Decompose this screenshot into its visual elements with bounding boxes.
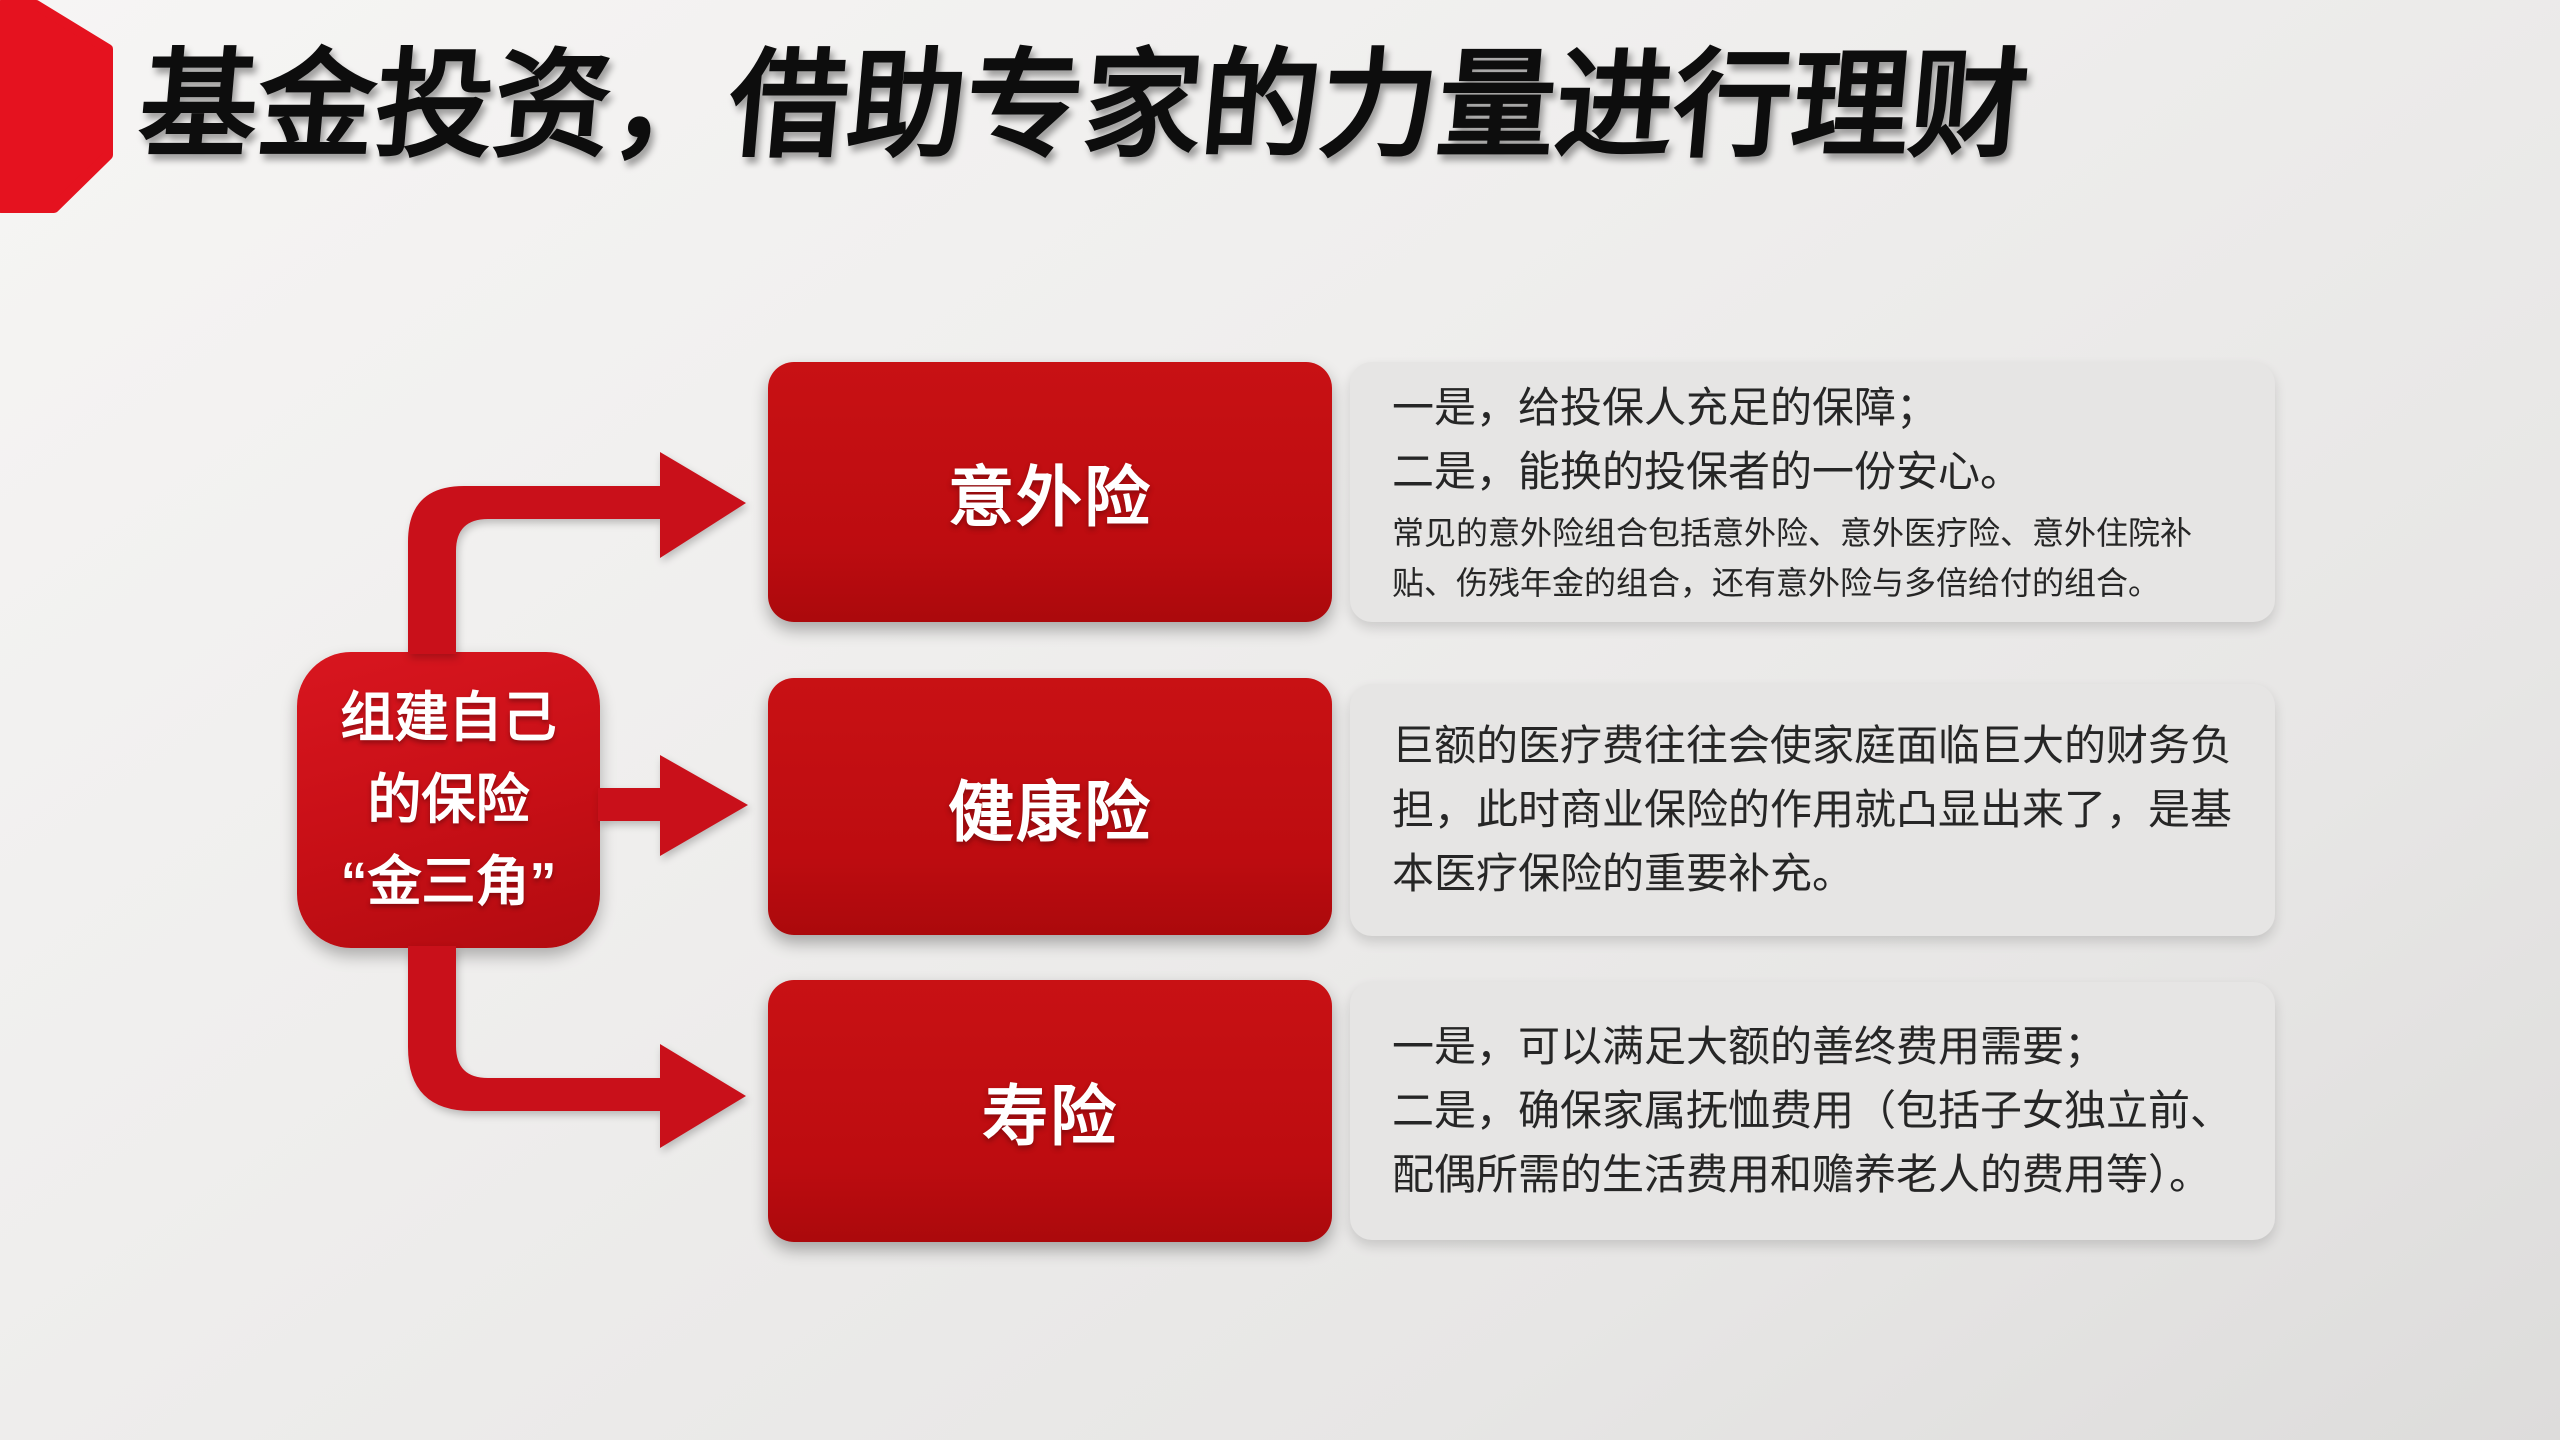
corner-badge-icon <box>0 0 113 213</box>
page-title: 基金投资，借助专家的力量进行理财 <box>133 40 2034 172</box>
category-label-accident: 意外险 <box>948 460 1152 534</box>
description-panel-health: 巨额的医疗费往往会使家庭面临巨大的财务负担，此时商业保险的作用就凸显出来了，是基… <box>1350 684 2275 936</box>
description-panel-life: 一是，可以满足大额的善终费用需要； 二是，确保家属抚恤费用（包括子女独立前、配偶… <box>1350 982 2275 1240</box>
category-box-life: 寿险 <box>768 980 1332 1242</box>
node-golden-triangle: 组建自己 的保险 “金三角” <box>297 652 600 948</box>
node-line-1: 组建自己 <box>340 688 557 748</box>
life-point-1: 一是，可以满足大额的善终费用需要； <box>1392 1023 2107 1070</box>
arrow-middle-icon <box>598 755 748 856</box>
node-line-3: “金三角” <box>340 852 557 912</box>
accident-point-2: 二是，能换的投保者的一份安心。 <box>1392 448 2023 495</box>
node-line-2: 的保险 <box>367 770 530 830</box>
category-label-life: 寿险 <box>982 1079 1118 1153</box>
category-label-health: 健康险 <box>948 774 1152 849</box>
life-point-2: 二是，确保家属抚恤费用（包括子女独立前、配偶所需的生活费用和赡养老人的费用等）。 <box>1392 1087 2233 1198</box>
accident-point-1: 一是，给投保人充足的保障； <box>1392 384 1939 431</box>
category-box-accident: 意外险 <box>768 362 1332 622</box>
accident-note: 常见的意外险组合包括意外险、意外医疗险、意外住院补贴、伤残年金的组合，还有意外险… <box>1392 515 2193 601</box>
arrow-bottom-icon <box>408 946 746 1148</box>
category-box-health: 健康险 <box>768 678 1332 935</box>
health-paragraph: 巨额的医疗费往往会使家庭面临巨大的财务负担，此时商业保险的作用就凸显出来了，是基… <box>1392 722 2233 897</box>
arrow-top-icon <box>408 452 746 654</box>
description-panel-accident: 一是，给投保人充足的保障； 二是，能换的投保者的一份安心。 常见的意外险组合包括… <box>1350 362 2275 622</box>
